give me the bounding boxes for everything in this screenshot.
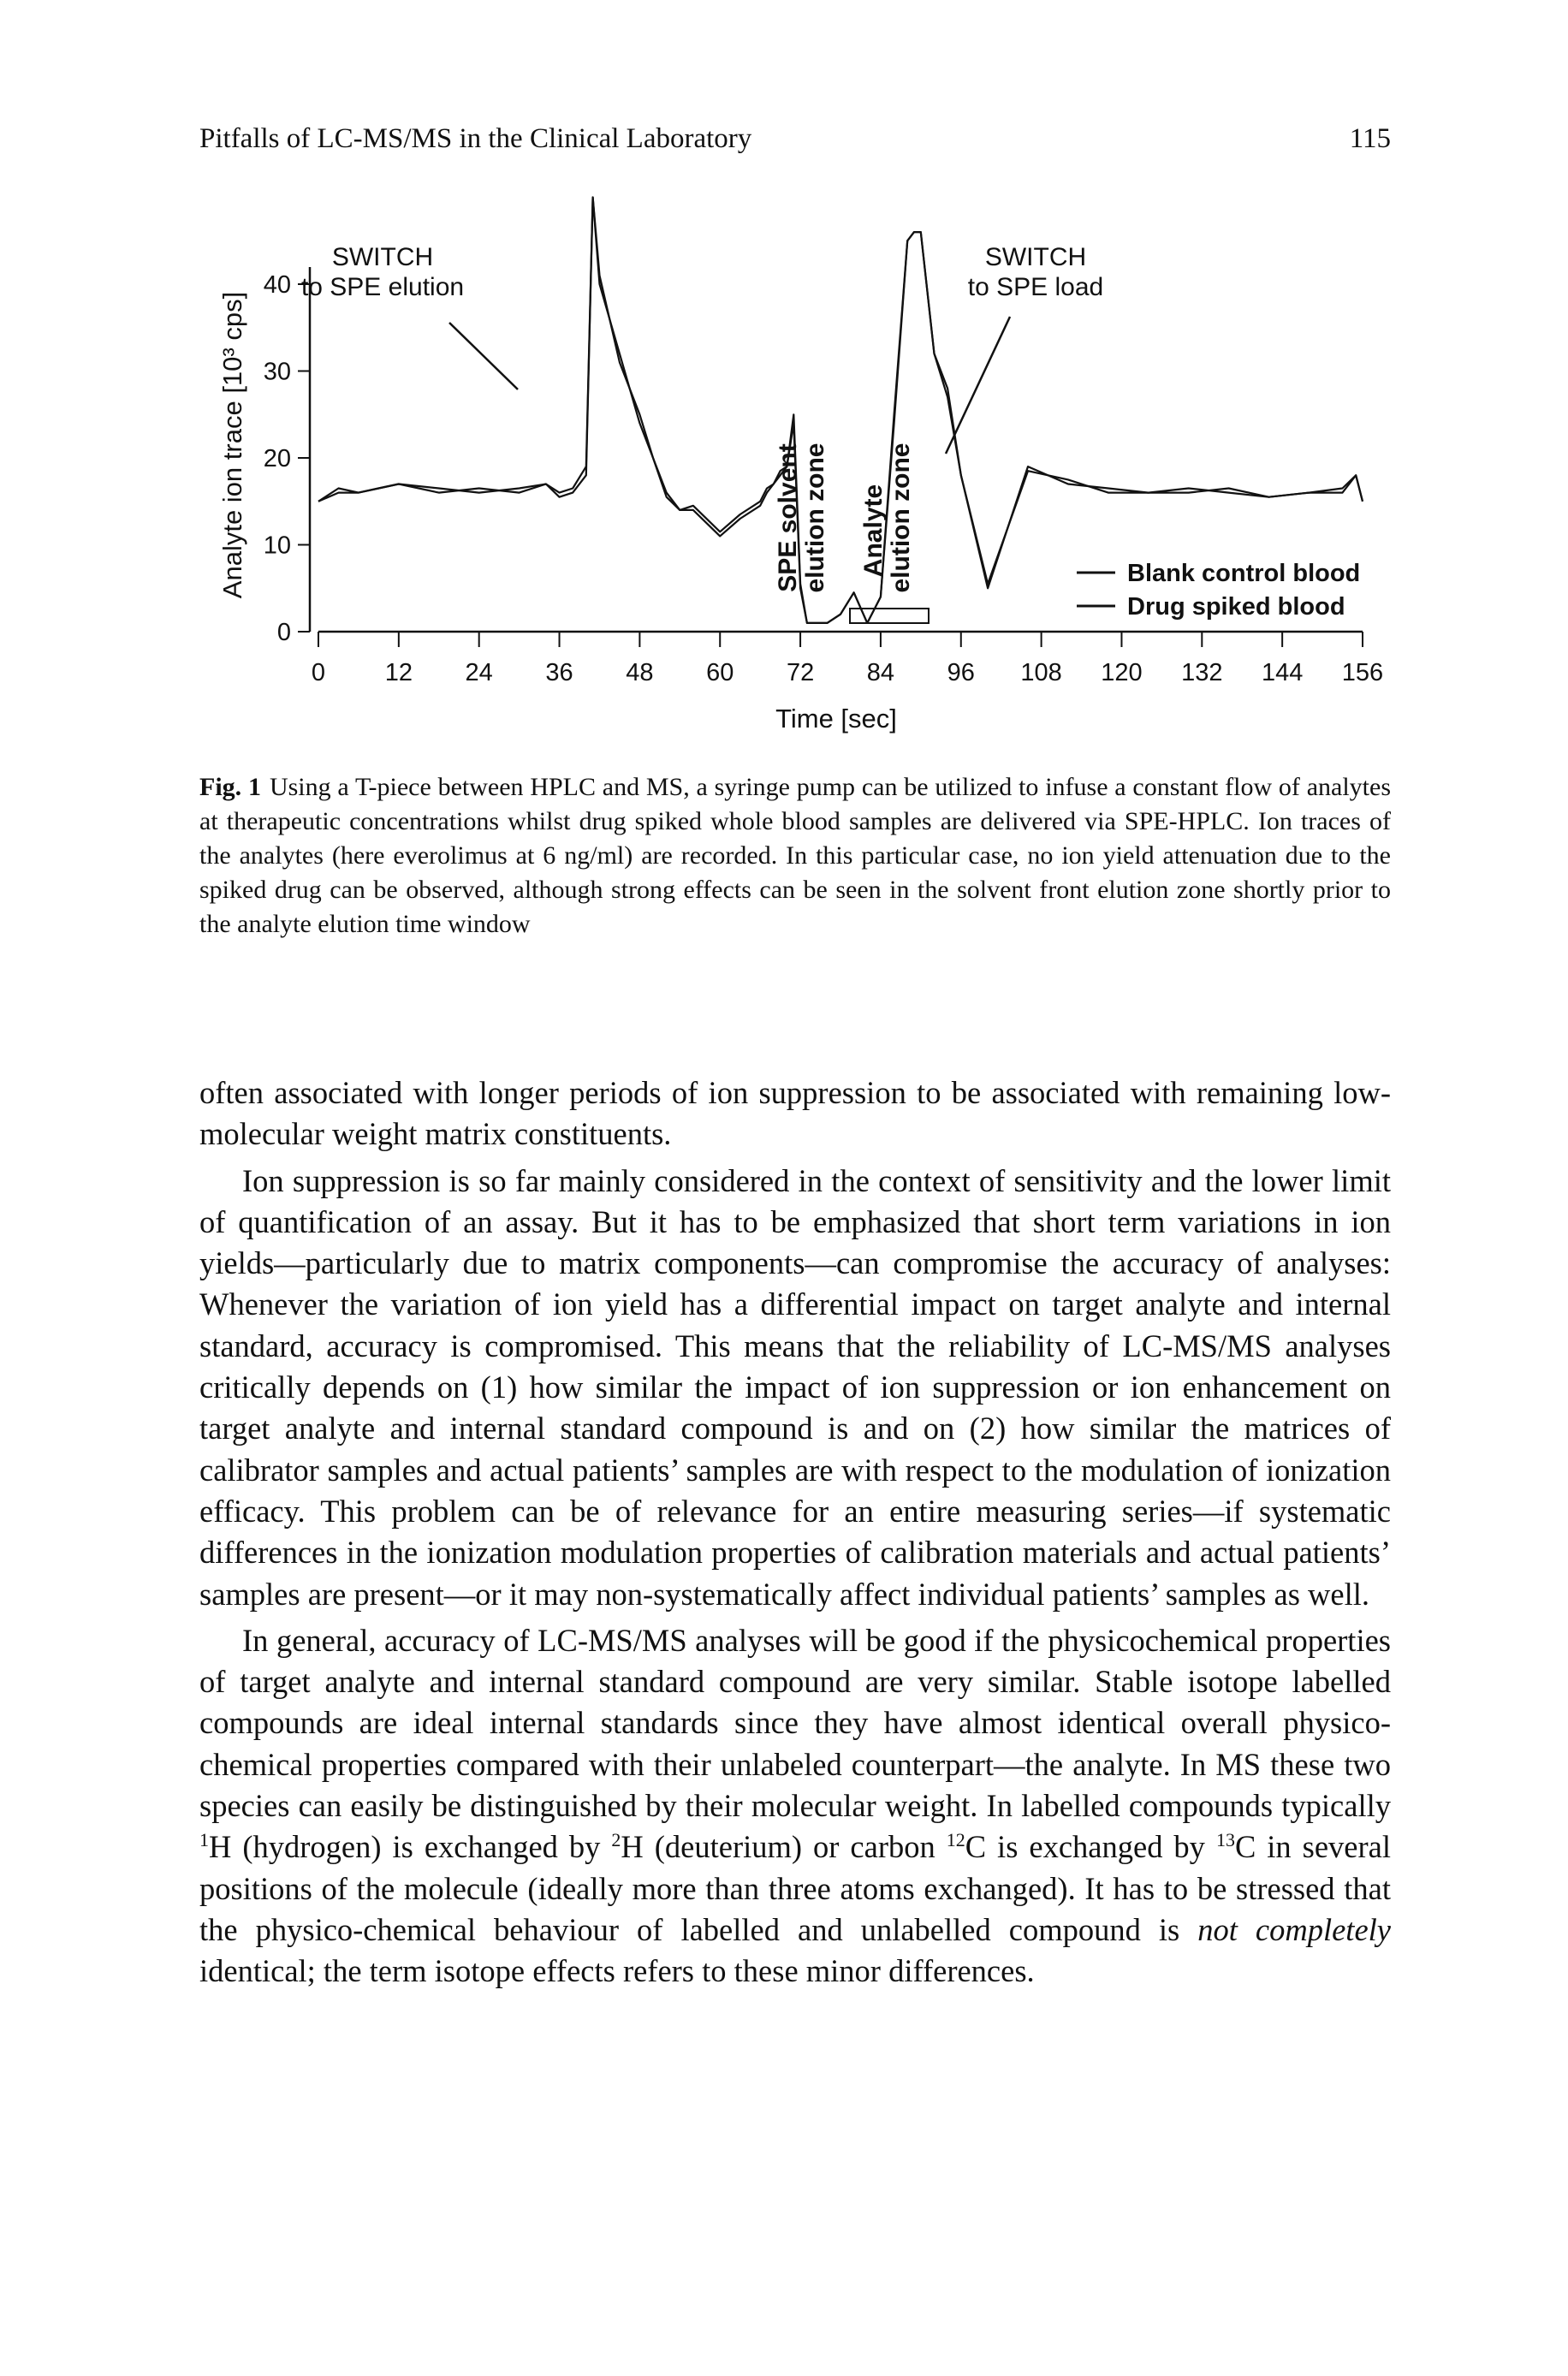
- x-tick-label: 0: [312, 659, 325, 686]
- legend: Blank control blood Drug spiked blood: [1077, 560, 1360, 621]
- p3-superscript-3: 12: [946, 1829, 965, 1851]
- x-tick-label: 132: [1181, 659, 1222, 686]
- switch-elution-label-line2: to SPE elution: [301, 273, 464, 301]
- p3-emphasis: not completely: [1197, 1911, 1391, 1947]
- y-ticks: 0 10 20 30 40: [264, 271, 310, 646]
- paragraph-3: In general, accuracy of LC-MS/MS analyse…: [199, 1620, 1391, 1993]
- series-line-drug-spiked: [318, 196, 1364, 624]
- y-axis-title: Analyte ion trace [10³ cps]: [217, 292, 247, 598]
- x-axis-title: Time [sec]: [775, 704, 897, 734]
- spe-zone-label-line2: elution zone: [801, 443, 829, 593]
- switch-load-label-line1: SWITCH: [985, 243, 1086, 271]
- x-tick-label: 108: [1020, 659, 1061, 686]
- p3-text-2: H (hydrogen) is exchanged by: [209, 1829, 612, 1865]
- x-tick-label: 24: [466, 659, 493, 686]
- x-tick-label: 156: [1342, 659, 1383, 686]
- x-tick-label: 72: [787, 659, 814, 686]
- legend-label-spiked: Drug spiked blood: [1127, 593, 1345, 621]
- p3-text-1: In general, accuracy of LC-MS/MS analyse…: [199, 1622, 1391, 1824]
- p3-superscript-1: 1: [199, 1829, 209, 1851]
- switch-elution-arrow: [448, 322, 519, 390]
- y-tick-label: 40: [264, 271, 291, 299]
- y-tick-label: 10: [264, 532, 291, 560]
- x-tick-label: 144: [1262, 659, 1303, 686]
- body-text: often associated with longer periods of …: [199, 1072, 1391, 1993]
- y-tick-label: 20: [264, 445, 291, 472]
- p3-text-4: C is exchanged by: [965, 1829, 1216, 1865]
- p3-text-5: C in several positions of the molecule (…: [199, 1829, 1392, 1947]
- y-tick-label: 0: [277, 619, 291, 646]
- analyte-zone-bracket: [849, 608, 930, 624]
- figure-label: Fig. 1: [199, 773, 261, 801]
- x-tick-label: 96: [947, 659, 975, 686]
- p3-text-3: H (deuterium) or carbon: [621, 1829, 947, 1865]
- y-tick-label: 30: [264, 359, 291, 386]
- x-ticks: 0 12 24 36 48 60 72 84 96 108 120 132 144 156: [312, 632, 1383, 686]
- figure-chart: 0 12 24 36 48 60 72 84 96 108 120 132 144 156 0 10 20 30…: [217, 196, 1383, 734]
- x-tick-label: 48: [626, 659, 653, 686]
- x-tick-label: 36: [545, 659, 573, 686]
- p3-text-6: identical; the term isotope effects refe…: [199, 1953, 1035, 1989]
- paragraph-1: often associated with longer periods of …: [199, 1075, 1391, 1152]
- x-tick-label: 120: [1101, 659, 1142, 686]
- p3-superscript-2: 2: [611, 1829, 621, 1851]
- running-head-title: Pitfalls of LC-MS/MS in the Clinical Lab…: [199, 123, 752, 154]
- switch-load-arrow: [944, 316, 1012, 454]
- switch-elution-label-line1: SWITCH: [332, 243, 433, 271]
- p3-superscript-4: 13: [1215, 1829, 1235, 1851]
- legend-label-blank: Blank control blood: [1127, 560, 1360, 587]
- x-tick-label: 12: [385, 659, 413, 686]
- x-tick-label: 84: [867, 659, 894, 686]
- page-number: 115: [1349, 123, 1391, 154]
- paragraph-2: Ion suppression is so far mainly conside…: [199, 1162, 1391, 1612]
- x-tick-label: 60: [706, 659, 734, 686]
- switch-load-label-line2: to SPE load: [968, 273, 1103, 301]
- caption-text: Using a T-piece between HPLC and MS, a s…: [199, 773, 1391, 938]
